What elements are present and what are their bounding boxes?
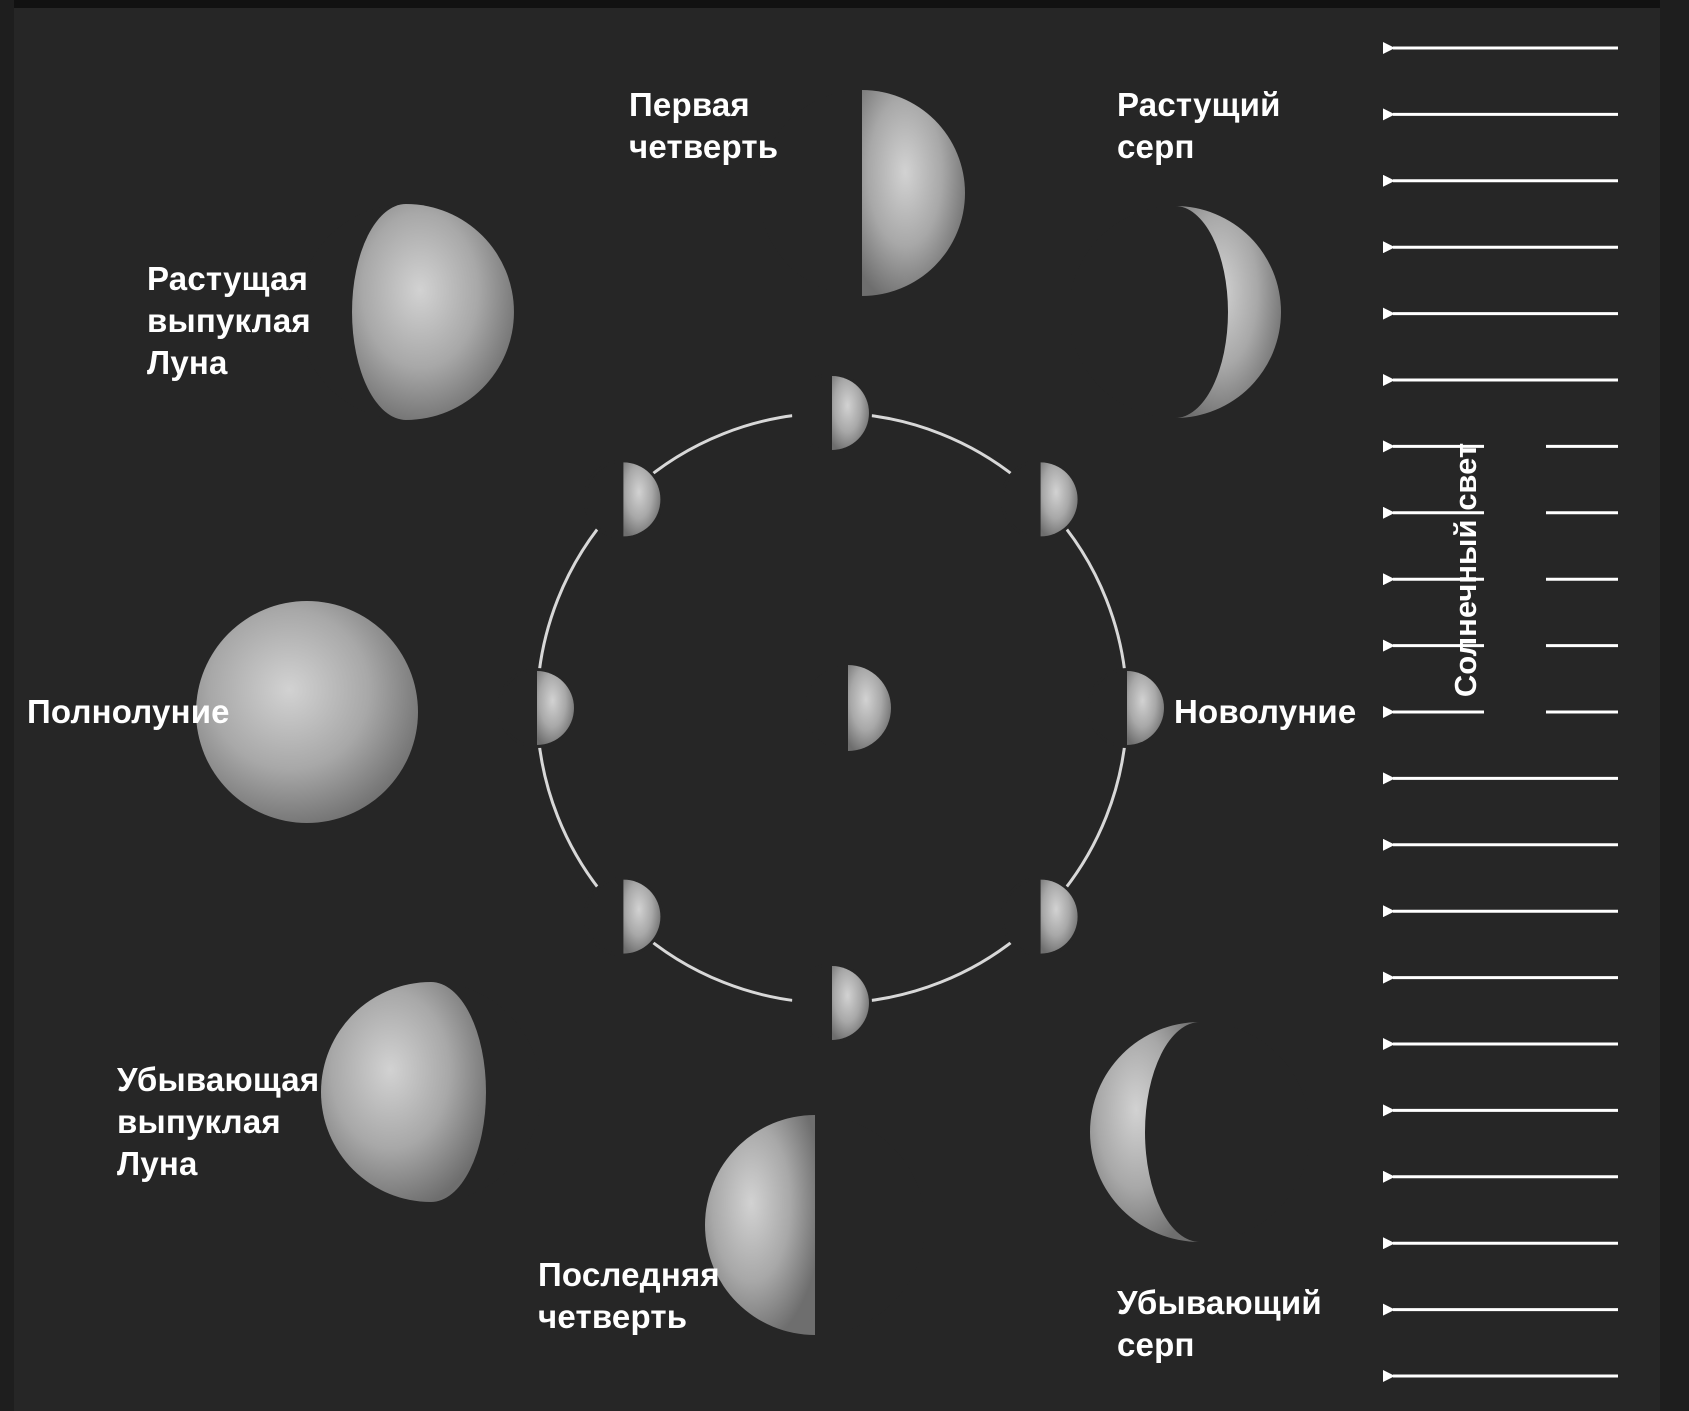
label-waning-crescent: Убывающий серп bbox=[1117, 1282, 1322, 1366]
phase-moon-2 bbox=[1069, 206, 1281, 418]
phase-moon-6 bbox=[321, 982, 541, 1202]
orbit-moon-8 bbox=[1004, 880, 1078, 954]
label-new-moon: Новолуние bbox=[1174, 691, 1356, 733]
phase-moon-7 bbox=[705, 1115, 925, 1335]
phase-moon-3 bbox=[298, 204, 514, 420]
label-waxing-gibbous: Растущая выпуклая Луна bbox=[147, 258, 311, 384]
phase-moon-8 bbox=[1090, 1022, 1310, 1242]
label-first-quarter: Первая четверть bbox=[629, 84, 778, 168]
phase-moon-1 bbox=[759, 90, 965, 296]
label-full-moon: Полнолуние bbox=[27, 691, 230, 733]
orbit-moon-1 bbox=[1090, 671, 1164, 745]
orbit-moon-3 bbox=[795, 376, 869, 450]
orbit-moon-4 bbox=[586, 462, 660, 536]
label-last-quarter: Последняя четверть bbox=[538, 1254, 720, 1338]
orbit-moon-5 bbox=[500, 671, 574, 745]
earth-globe bbox=[805, 665, 891, 751]
label-waxing-crescent: Растущий серп bbox=[1117, 84, 1281, 168]
orbit-moon-6 bbox=[586, 880, 660, 954]
label-sunlight: Солнечный свет bbox=[1445, 415, 1487, 725]
orbit-moon-7 bbox=[795, 966, 869, 1040]
label-waning-gibbous: Убывающая выпуклая Луна bbox=[117, 1059, 319, 1185]
orbit-moon-2 bbox=[1004, 462, 1078, 536]
